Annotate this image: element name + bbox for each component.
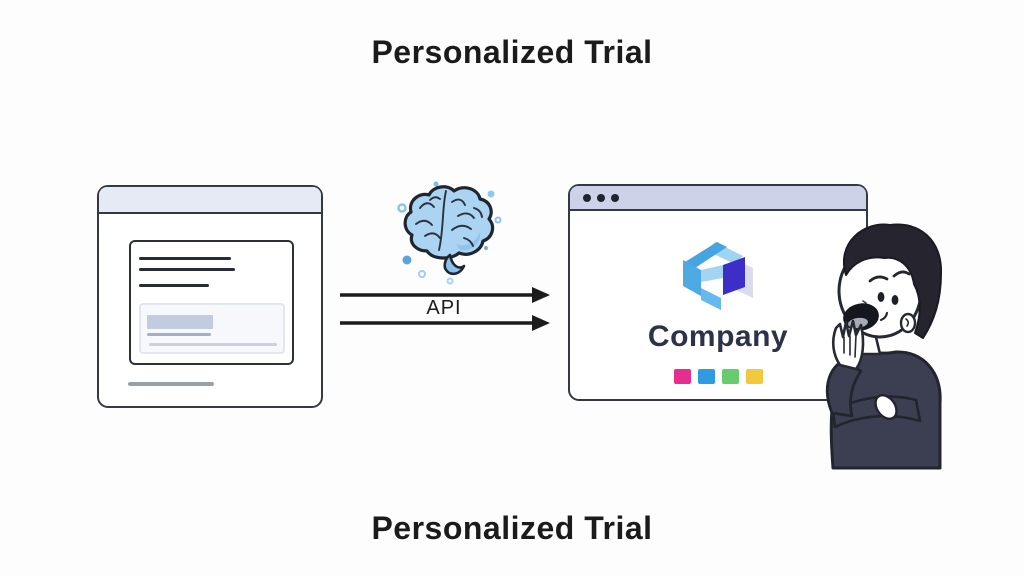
text-line — [139, 268, 235, 271]
text-line — [139, 284, 209, 287]
text-line — [139, 257, 231, 260]
window-dot — [611, 193, 619, 202]
brand-color-swatch — [673, 369, 691, 384]
window-dot — [597, 193, 605, 202]
company-window-titlebar — [570, 186, 866, 211]
title-bottom: Personalized Trial — [371, 510, 653, 546]
happy-person-illustration — [818, 213, 1024, 470]
input-field — [139, 303, 285, 354]
brand-color-swatch — [697, 369, 715, 384]
footer-line — [128, 382, 214, 386]
input-highlight — [147, 315, 213, 329]
api-label: API — [426, 297, 462, 319]
brand-color-swatch — [745, 369, 763, 384]
company-window: Company — [568, 184, 868, 401]
input-text-line — [149, 343, 277, 346]
api-arrows — [338, 282, 554, 342]
form-window — [97, 185, 323, 408]
brain-icon — [392, 178, 508, 286]
company-logo-block: Company — [570, 211, 866, 384]
input-text-line — [147, 333, 211, 336]
form-window-titlebar — [99, 187, 321, 214]
brand-color-palette — [673, 369, 763, 384]
brand-color-swatch — [721, 369, 739, 384]
window-dot — [583, 193, 591, 202]
company-logo-cube-icon — [679, 238, 757, 312]
form-panel — [129, 240, 294, 365]
title-top: Personalized Trial — [371, 34, 653, 70]
company-logo-text: Company — [647, 320, 789, 353]
